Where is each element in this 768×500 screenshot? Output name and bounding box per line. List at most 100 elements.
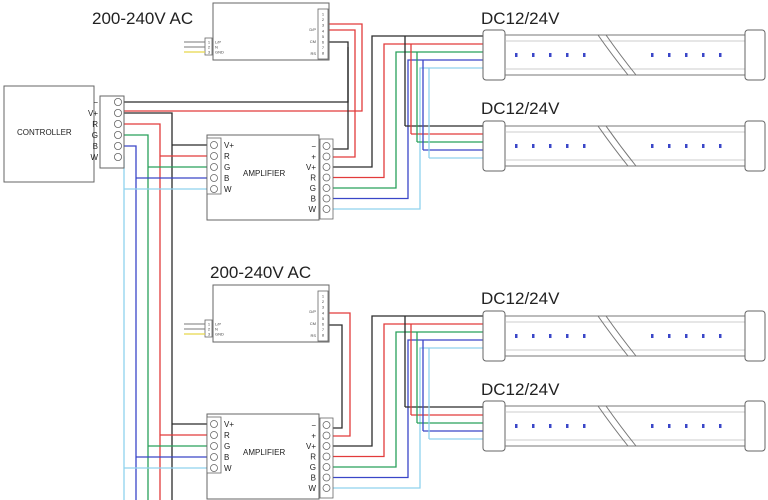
amp-input-screw bbox=[210, 174, 218, 182]
strip-end-cap-left bbox=[482, 310, 506, 362]
psu-input-label: GND bbox=[215, 50, 224, 55]
ctrl-pos-wire bbox=[122, 23, 363, 112]
controller-terminal-screw bbox=[114, 109, 123, 118]
led-chip bbox=[668, 53, 671, 57]
led-chip bbox=[668, 144, 671, 148]
led-chip bbox=[702, 144, 705, 148]
led-chip bbox=[651, 144, 654, 148]
led-chip bbox=[583, 334, 586, 338]
wires bbox=[122, 23, 483, 500]
amp-output-screw bbox=[322, 142, 331, 150]
psu-output-number: 4 bbox=[322, 310, 325, 315]
led-strip-1: DC12/24V bbox=[481, 9, 766, 81]
psu-output-number: 5 bbox=[322, 34, 325, 39]
psu-output-number: 7 bbox=[322, 327, 325, 332]
psu-output-number: 7 bbox=[322, 45, 325, 50]
amp-input-label: V+ bbox=[224, 420, 234, 429]
psu-output-number: 3 bbox=[322, 23, 325, 28]
amp-2-out-wire-a bbox=[330, 323, 483, 458]
amp-output-label: + bbox=[311, 432, 316, 441]
led-chip bbox=[668, 334, 671, 338]
strip-voltage-label-1: DC12/24V bbox=[481, 9, 560, 28]
led-chip bbox=[549, 334, 552, 338]
power-input-label-1: 200-240V AC bbox=[92, 9, 193, 28]
led-chip bbox=[702, 53, 705, 57]
strip-end-cap-right bbox=[744, 400, 766, 452]
amp-input-label: G bbox=[224, 442, 230, 451]
amp-1-out-wire-a bbox=[330, 59, 483, 200]
psu-output-number: 3 bbox=[322, 305, 325, 310]
strip-end-cap-left bbox=[482, 29, 506, 81]
amp-output-label: G bbox=[310, 184, 316, 193]
amp-output-screw bbox=[322, 484, 331, 492]
strip-end-cap-right bbox=[744, 120, 766, 172]
strip-break bbox=[597, 125, 629, 167]
strip-break bbox=[597, 315, 629, 357]
led-chip bbox=[566, 53, 569, 57]
psu-output-number: 8 bbox=[322, 51, 325, 56]
amp-2-out-wire-a bbox=[330, 339, 483, 479]
led-chip bbox=[566, 144, 569, 148]
controller-terminal-screw bbox=[114, 120, 123, 129]
psu-output-label: CM bbox=[310, 321, 316, 326]
amplifier-1-label: AMPLIFIER bbox=[243, 169, 285, 178]
strip-break bbox=[597, 34, 629, 76]
psu-1-body bbox=[212, 2, 330, 61]
amp-output-screw bbox=[322, 173, 331, 182]
controller-body bbox=[3, 85, 95, 183]
amp-input-label: B bbox=[224, 174, 229, 183]
amp-2-out-wire-a bbox=[330, 331, 483, 468]
controller-terminal-screw bbox=[114, 98, 123, 107]
strip-end-cap-right bbox=[744, 310, 766, 362]
led-chip bbox=[668, 424, 671, 428]
strip-break bbox=[605, 34, 637, 76]
psu-output-block bbox=[317, 8, 329, 60]
led-chip bbox=[651, 424, 654, 428]
psu-input-number: 2 bbox=[208, 327, 211, 332]
led-chip bbox=[685, 424, 688, 428]
psu-input-number: 3 bbox=[208, 50, 211, 55]
led-chip bbox=[583, 144, 586, 148]
led-chip bbox=[532, 53, 535, 57]
amp-input-screw bbox=[210, 163, 218, 171]
led-chip bbox=[532, 144, 535, 148]
psu-input-label: N bbox=[215, 45, 218, 50]
amp-output-screw bbox=[322, 194, 331, 203]
led-chip bbox=[702, 424, 705, 428]
controller-terminal-label: − bbox=[93, 98, 98, 107]
psu-output-number: 8 bbox=[322, 333, 325, 338]
amp-1-out-wire-a bbox=[330, 51, 483, 189]
led-chip bbox=[719, 424, 722, 428]
led-chip bbox=[515, 53, 518, 57]
controller-terminal-screw bbox=[114, 152, 123, 161]
strip-end-cap-left bbox=[482, 400, 506, 452]
psu-output-number: 6 bbox=[322, 322, 325, 327]
amp-input-label: B bbox=[224, 453, 229, 462]
psu-output-number: 1 bbox=[322, 294, 325, 299]
psu-2-neg-wire bbox=[328, 324, 343, 429]
led-chip bbox=[549, 144, 552, 148]
led-chip bbox=[566, 424, 569, 428]
amp-input-screw bbox=[210, 420, 218, 428]
strip-break bbox=[605, 405, 637, 447]
amp-input-label: R bbox=[224, 152, 230, 161]
led-chip bbox=[685, 334, 688, 338]
psu-output-number: 2 bbox=[322, 17, 325, 22]
amp-output-screw bbox=[322, 205, 331, 213]
led-chip bbox=[719, 334, 722, 338]
amp-input-screw bbox=[210, 431, 218, 439]
controller-terminal-label: G bbox=[92, 131, 98, 140]
psu-output-label: D/P bbox=[309, 27, 316, 32]
psu-output-label: D/P bbox=[309, 309, 316, 314]
amp-output-screw bbox=[322, 431, 331, 440]
led-strip-2: DC12/24V bbox=[481, 99, 766, 172]
psu-output-number: 2 bbox=[322, 299, 325, 304]
led-strip-4-body bbox=[482, 400, 766, 452]
psu-2-body bbox=[212, 284, 330, 343]
